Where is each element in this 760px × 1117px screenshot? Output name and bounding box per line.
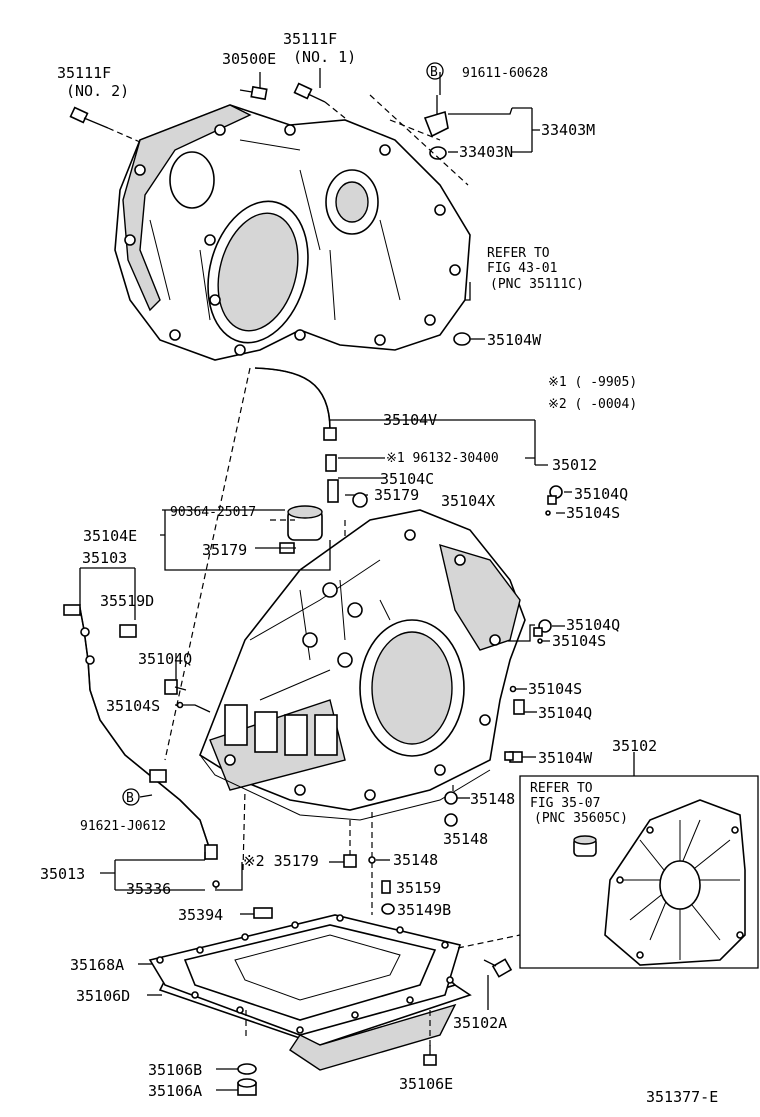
- clip-icon-35519D: [119, 624, 137, 638]
- oring-icon-35149B: [381, 903, 395, 915]
- pump-cover-drawing: [573, 799, 746, 966]
- label-35168A: 35168A: [70, 956, 124, 974]
- refer-fig-label-1: FIG 43-01: [487, 261, 557, 276]
- label-35102: 35102: [612, 737, 657, 755]
- transaxle-case-drawing: [199, 509, 526, 821]
- drain-plug-icon-35106A: [237, 1078, 257, 1096]
- label-35104S-1: 35104S: [566, 504, 620, 522]
- oil-cooler-tube-35103: [63, 604, 218, 860]
- label-35106B: 35106B: [148, 1061, 202, 1079]
- bolt-icon-35106E: [423, 1045, 437, 1066]
- refer-to-label-2: REFER TO: [530, 781, 593, 796]
- label-35106D: 35106D: [76, 987, 130, 1005]
- label-35104W-mid: 35104W: [538, 749, 593, 767]
- seal-icon-35148: [444, 791, 458, 805]
- label-35111F-no1-sub: (NO. 1): [293, 48, 356, 66]
- plug-icon-35179-low: [343, 854, 357, 868]
- label-35104Q-1: 35104Q: [574, 485, 628, 503]
- label-35179-top: 35179: [374, 486, 419, 504]
- label-91611-60628: 91611-60628: [462, 66, 548, 81]
- figure-id: 351377-E: [646, 1088, 718, 1106]
- label-35106A: 35106A: [148, 1082, 202, 1100]
- label-35103: 35103: [82, 549, 127, 567]
- bolt-icon-35102A: [483, 958, 513, 978]
- label-33403M: 33403M: [541, 121, 595, 139]
- label-35111F-no1: 35111F: [283, 30, 337, 48]
- label-35104E: 35104E: [83, 527, 137, 545]
- label-35013: 35013: [40, 865, 85, 883]
- label-35111F-no2: 35111F: [57, 64, 111, 82]
- label-35148-a: 35148: [470, 790, 515, 808]
- label-30500E: 30500E: [222, 50, 276, 68]
- label-35104C: 35104C: [380, 470, 434, 488]
- label-90364-25017: 90364-25017: [170, 505, 256, 520]
- note-1: ※1 ( -9905): [548, 375, 637, 390]
- label-35104Q-2: 35104Q: [566, 616, 620, 634]
- label-35111F-no2-sub: (NO. 2): [66, 82, 129, 100]
- label-35148-c: 35148: [393, 851, 438, 869]
- label-35106E: 35106E: [399, 1075, 453, 1093]
- label-35102A: 35102A: [453, 1014, 507, 1032]
- label-35104Q-3: 35104Q: [538, 704, 592, 722]
- seal-icon-35159: [381, 880, 391, 894]
- label-35336: 35336: [126, 880, 171, 898]
- label-35104Q-left: 35104Q: [138, 650, 192, 668]
- label-35159: 35159: [396, 879, 441, 897]
- label-35104S-left: 35104S: [106, 697, 160, 715]
- note-2: ※2 ( -0004): [548, 397, 637, 412]
- bushing-icon-90364: [287, 505, 323, 541]
- label-35104S-2: 35104S: [552, 632, 606, 650]
- label-35104S-3: 35104S: [528, 680, 582, 698]
- refer-fig-label-2: FIG 35-07: [530, 796, 600, 811]
- label-35179-mid: 35179: [202, 541, 247, 559]
- label-35012: 35012: [552, 456, 597, 474]
- refer-to-label-1: REFER TO: [487, 246, 550, 261]
- label-35394: 35394: [178, 906, 223, 924]
- label-35104V: 35104V: [383, 411, 437, 429]
- label-35149B: 35149B: [397, 901, 451, 919]
- refer-pnc-label-1: (PNC 35111C): [490, 277, 584, 292]
- bolt-icon-35111F-no1: [293, 82, 326, 103]
- refer-pnc-label-2: (PNC 35605C): [534, 811, 628, 826]
- label-96132-30400: ※1 96132-30400: [386, 451, 499, 466]
- bolt-icon-35111F-no2: [69, 106, 109, 129]
- label-91621-J0612: 91621-J0612: [80, 819, 166, 834]
- plug-icon-35179-top: [352, 492, 368, 508]
- bolt-icon-30500E: [239, 85, 268, 101]
- pump-cover-box: [519, 775, 759, 969]
- bolt-icon-35104Q-3: [513, 699, 525, 715]
- label-35519D: 35519D: [100, 592, 154, 610]
- b-circle-label-2: B: [126, 791, 134, 806]
- breather-plug-icon: [423, 95, 449, 160]
- oil-pan-drawing: [148, 914, 472, 1071]
- label-35104X: 35104X: [441, 492, 495, 510]
- magnet-icon-35394: [253, 907, 273, 919]
- label-35148-b: 35148: [443, 830, 488, 848]
- label-33403N: 33403N: [459, 143, 513, 161]
- b-circle-label-1: B: [430, 65, 438, 80]
- transaxle-housing-drawing: [114, 104, 471, 361]
- label-35104W-top: 35104W: [487, 331, 542, 349]
- label-35179-low: ※2 35179: [243, 852, 319, 870]
- gasket-icon-35106B: [237, 1063, 257, 1075]
